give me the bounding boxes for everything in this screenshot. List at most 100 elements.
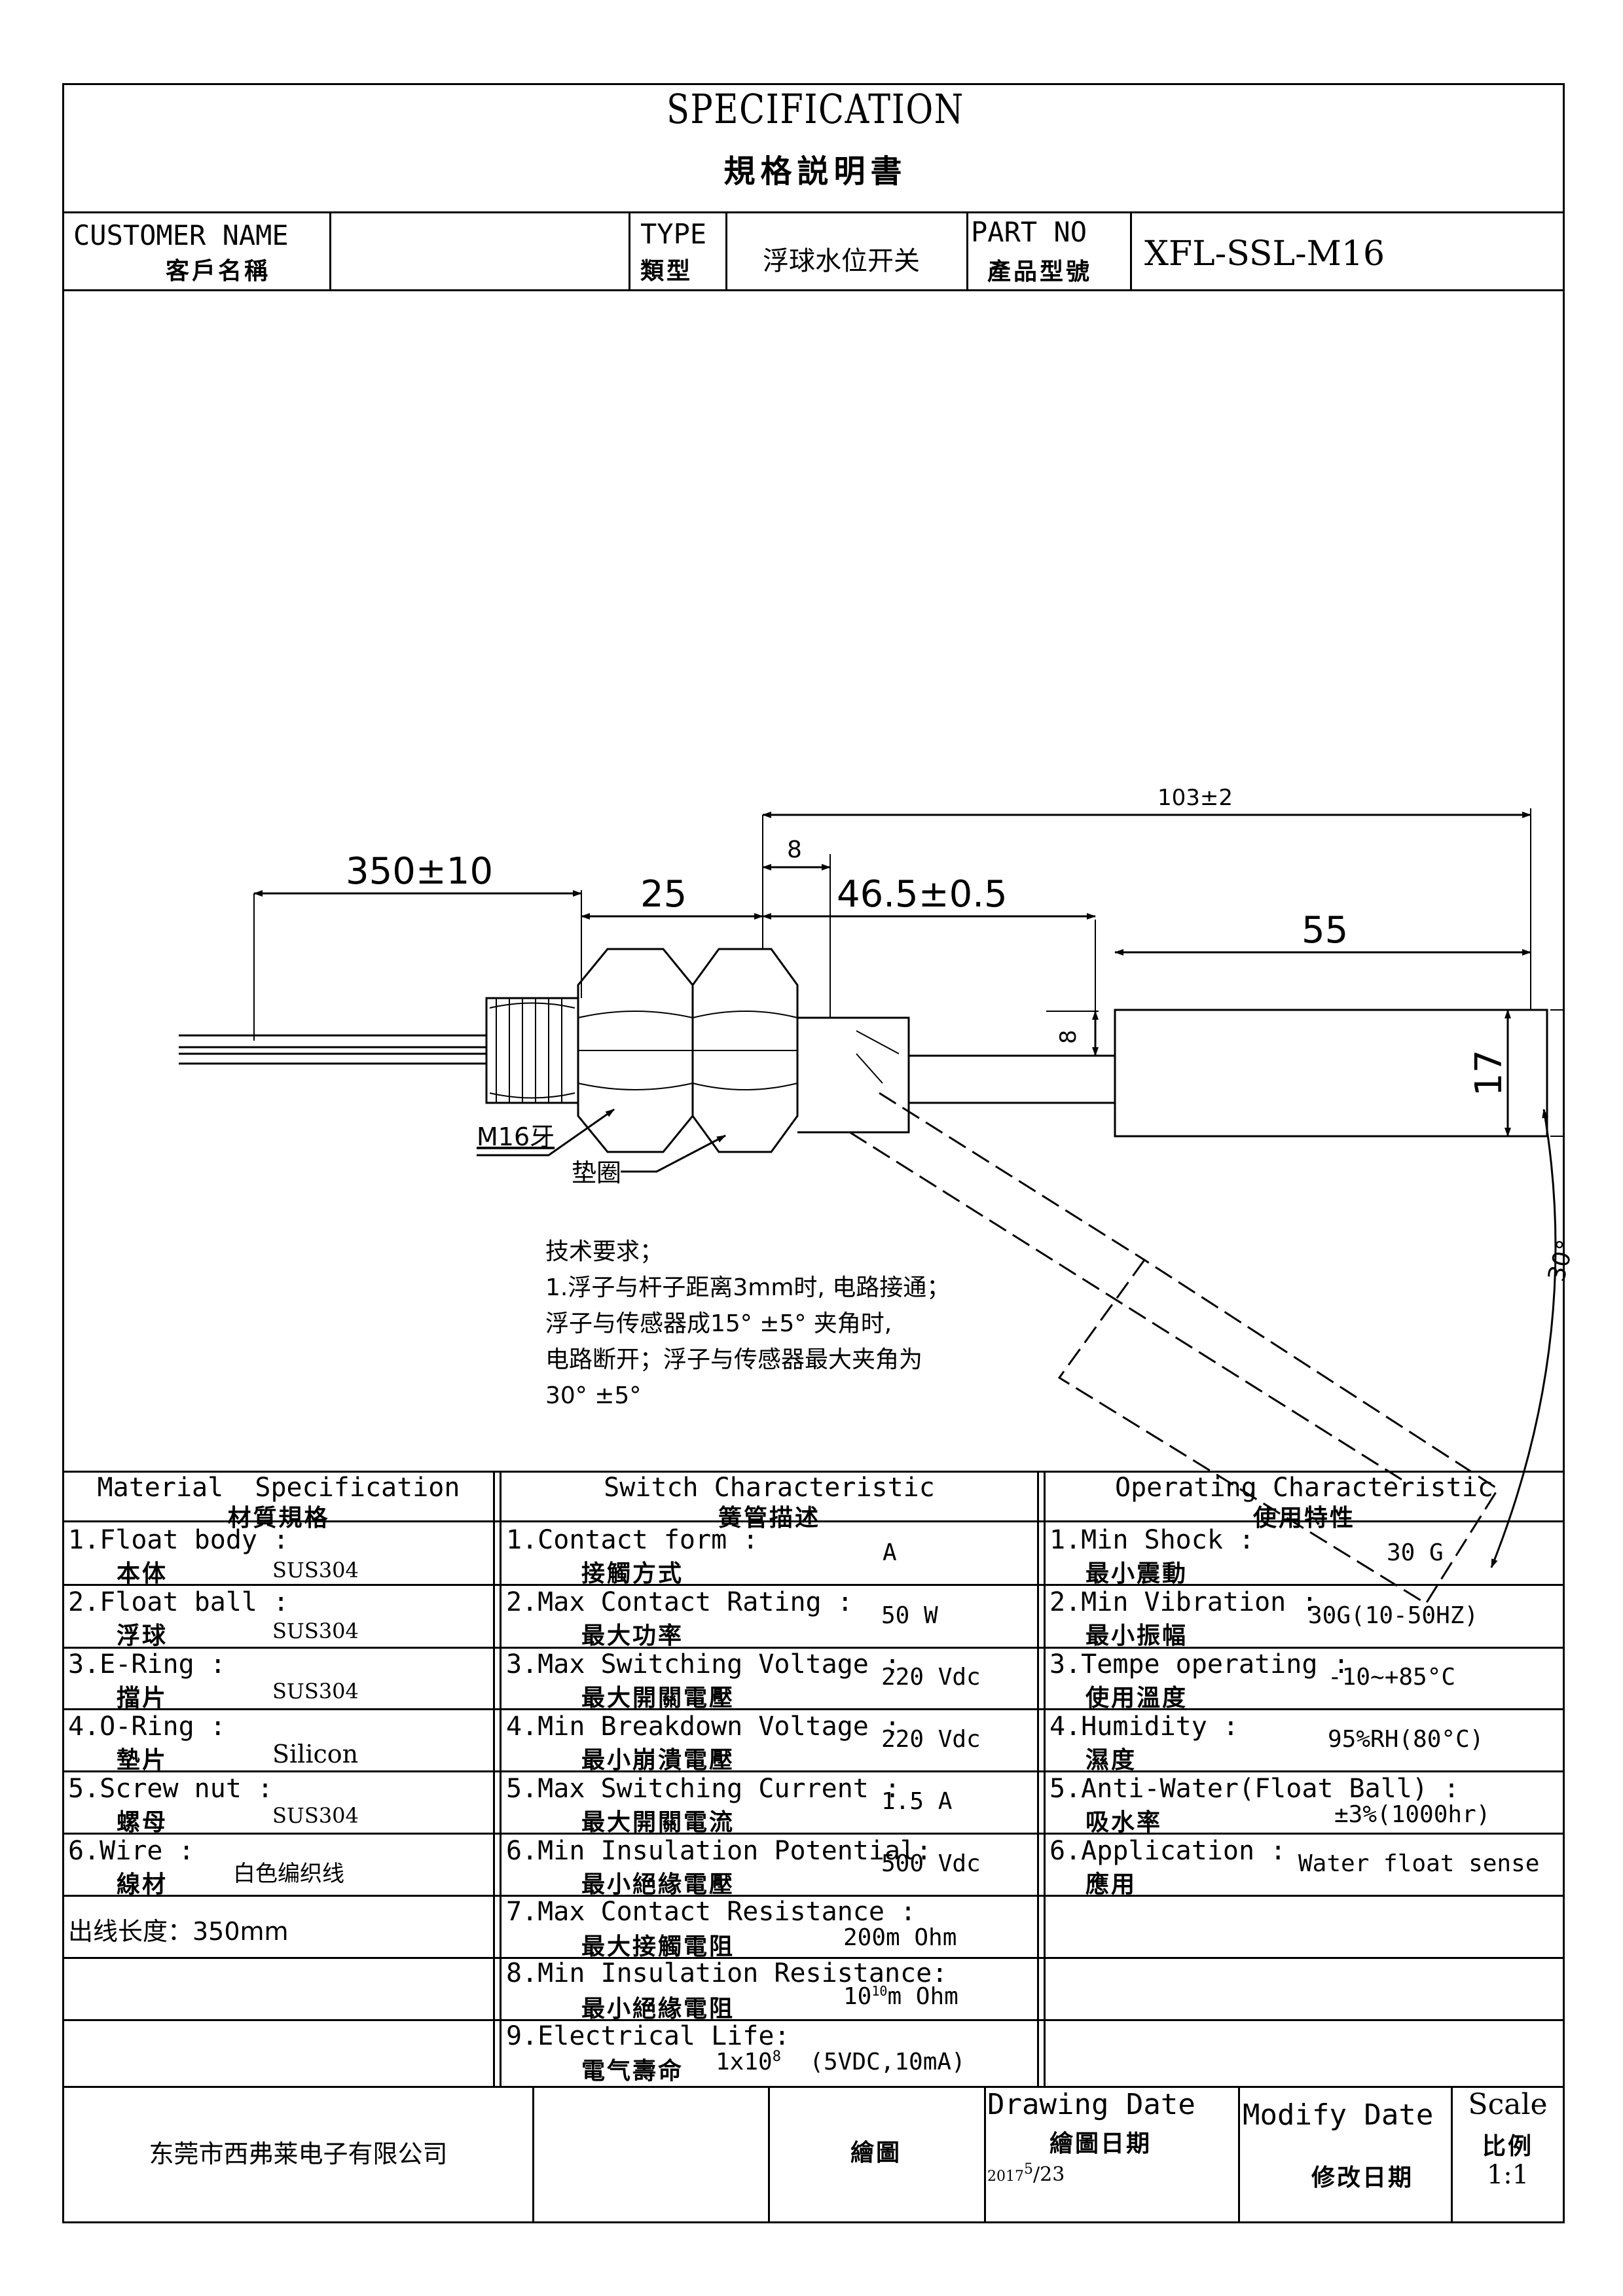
operating-row-5-cn: 吸水率	[1085, 1808, 1163, 1836]
material-row-6-value: 白色编织线	[233, 1861, 344, 1887]
switch-row-3-label: 3.Max Switching Voltage :	[506, 1649, 901, 1679]
material-row-1-label: 1.Float body :	[68, 1525, 289, 1555]
note-line-4: 电路断开；浮子与传感器最大夹角为	[545, 1346, 923, 1373]
operating-row-3-cn: 使用溫度	[1085, 1684, 1188, 1712]
note-line-3: 浮子与传感器成15° ±5° 夹角时,	[545, 1310, 892, 1337]
switch-row-8-value: 1010m Ohm	[843, 1983, 958, 2010]
drawing-date-label-en: Drawing Date	[987, 2088, 1195, 2121]
switch-row-2-label: 2.Max Contact Rating :	[506, 1587, 853, 1617]
dim-25: 25	[640, 873, 687, 916]
type-label-en: TYPE	[640, 218, 707, 250]
operating-row-3-label: 3.Tempe operating :	[1049, 1649, 1349, 1679]
part-label-en: PART NO	[971, 216, 1087, 248]
thread-label: M16牙	[477, 1122, 555, 1151]
material-row-2-cn: 浮球	[117, 1622, 168, 1649]
dim-46: 46.5±0.5	[837, 873, 1008, 916]
angle-label: 30°	[1543, 1237, 1580, 1284]
drawing-date-value: 20175/23	[987, 2161, 1065, 2186]
thread-leader	[477, 1108, 615, 1157]
scale-label-cn: 比例	[1482, 2132, 1533, 2160]
switch-row-3-cn: 最大開關電壓	[581, 1684, 735, 1712]
technical-notes: 技术要求； 1.浮子与杆子距离3mm时, 电路接通； 浮子与传感器成15° ±5…	[545, 1234, 950, 1414]
switch-row-1-cn: 接觸方式	[581, 1560, 684, 1587]
operating-row-6-value: Water float sense	[1298, 1850, 1540, 1877]
draw-label: 繪圖	[850, 2139, 902, 2166]
operating-row-5-label: 5.Anti-Water(Float Ball) :	[1049, 1774, 1460, 1804]
sensor-stem	[797, 1016, 910, 1134]
modify-date-label-en: Modify Date	[1243, 2098, 1434, 2132]
note-line-2: 1.浮子与杆子距离3mm时, 电路接通；	[545, 1274, 951, 1301]
switch-row-3-value: 220 Vdc	[881, 1664, 981, 1691]
switch-row-4-value: 220 Vdc	[881, 1726, 981, 1753]
customer-label-en: CUSTOMER NAME	[73, 219, 289, 251]
operating-header-en: Operating Characteristic	[1115, 1473, 1493, 1503]
switch-row-5-label: 5.Max Switching Current :	[506, 1774, 901, 1804]
operating-row-3-value: -10~+85°C	[1328, 1664, 1456, 1691]
operating-row-6-cn: 應用	[1085, 1871, 1137, 1898]
float-tilted	[849, 1092, 1500, 1605]
material-header-en: Material Specification	[97, 1473, 460, 1503]
material-row-1-cn: 本体	[117, 1560, 168, 1587]
material-row-4-cn: 墊片	[117, 1746, 168, 1774]
scale-value: 1:1	[1486, 2160, 1529, 2190]
dim-17: 17	[1468, 1050, 1510, 1096]
switch-row-9-label: 9.Electrical Life:	[506, 2021, 790, 2051]
material-row-6-label: 6.Wire :	[68, 1836, 194, 1866]
switch-header-cn: 簧管描述	[718, 1504, 820, 1532]
operating-header-cn: 使用特性	[1252, 1504, 1355, 1532]
switch-row-4-cn: 最小崩潰電壓	[581, 1746, 735, 1774]
operating-row-1-value: 30 G	[1387, 1539, 1444, 1566]
switch-row-1-label: 1.Contact form :	[506, 1525, 759, 1555]
dim-8-top: 8	[787, 836, 802, 863]
switch-row-6-value: 500 Vdc	[881, 1850, 981, 1877]
operating-row-1-label: 1.Min Shock :	[1049, 1525, 1255, 1555]
part-value: XFL-SSL-M16	[1144, 234, 1385, 274]
company-name: 东莞市西弗莱电子有限公司	[149, 2140, 448, 2168]
dim-8-side: 8	[1055, 1030, 1082, 1044]
operating-row-2-cn: 最小振幅	[1085, 1622, 1188, 1649]
specification-sheet: SPECIFICATION 規格説明書 CUSTOMER NAME 客戶名稱 T…	[62, 83, 1580, 2223]
material-row-3-cn: 擋片	[117, 1684, 168, 1712]
material-row-5-value: SUS304	[272, 1803, 359, 1828]
title-cn: 規格説明書	[723, 153, 907, 190]
material-row-2-label: 2.Float ball :	[68, 1587, 289, 1617]
switch-row-6-label: 6.Min Insulation Potential:	[506, 1836, 932, 1866]
material-row-3-label: 3.E-Ring :	[68, 1649, 226, 1679]
title-en: SPECIFICATION	[666, 85, 964, 133]
operating-row-1-cn: 最小震動	[1085, 1560, 1188, 1587]
float-body	[1114, 1009, 1548, 1138]
note-line-1: 技术要求；	[545, 1238, 664, 1265]
operating-row-4-value: 95%RH(80°C)	[1328, 1726, 1484, 1753]
switch-row-4-label: 4.Min Breakdown Voltage :	[506, 1712, 901, 1742]
dim-55: 55	[1302, 909, 1348, 952]
angle-arc	[1490, 1109, 1557, 1568]
operating-row-4-label: 4.Humidity :	[1049, 1712, 1239, 1742]
operating-row-4-cn: 濕度	[1085, 1746, 1137, 1774]
switch-row-5-cn: 最大開關電流	[581, 1808, 735, 1836]
material-row-5-label: 5.Screw nut :	[68, 1774, 274, 1804]
washer-leader	[621, 1134, 726, 1173]
switch-row-2-cn: 最大功率	[581, 1622, 684, 1649]
threaded-stud	[485, 997, 579, 1104]
switch-row-9-cn: 電气壽命	[581, 2057, 684, 2085]
switch-row-2-value: 50 W	[881, 1602, 938, 1629]
customer-label-cn: 客戶名稱	[166, 257, 271, 285]
material-extra: 出线长度：350mm	[68, 1917, 289, 1946]
hex-nut-2	[691, 948, 799, 1153]
switch-header-en: Switch Characteristic	[604, 1473, 935, 1503]
switch-row-8-cn: 最小絕緣電阻	[581, 1995, 735, 2022]
material-row-6-cn: 線材	[117, 1871, 168, 1898]
operating-row-5-value: ±3%(1000hr)	[1334, 1801, 1491, 1828]
switch-row-8-label: 8.Min Insulation Resistance:	[506, 1958, 948, 1988]
scale-label-en: Scale	[1468, 2088, 1548, 2121]
switch-row-1-value: A	[883, 1539, 897, 1566]
dim-cable: 350±10	[346, 850, 493, 893]
type-label-cn: 類型	[640, 257, 693, 285]
switch-row-7-value: 200m Ohm	[843, 1924, 957, 1951]
material-row-4-label: 4.O-Ring :	[68, 1712, 226, 1742]
switch-row-7-cn: 最大接觸電阻	[581, 1933, 735, 1960]
dim-total: 103±2	[1158, 785, 1233, 811]
technical-drawing: 103±2 350±10 25 8 46.5±0.5 55 8 17 30° M…	[179, 785, 1580, 1605]
modify-date-label-cn: 修改日期	[1311, 2164, 1414, 2191]
operating-row-2-label: 2.Min Vibration :	[1049, 1587, 1318, 1617]
